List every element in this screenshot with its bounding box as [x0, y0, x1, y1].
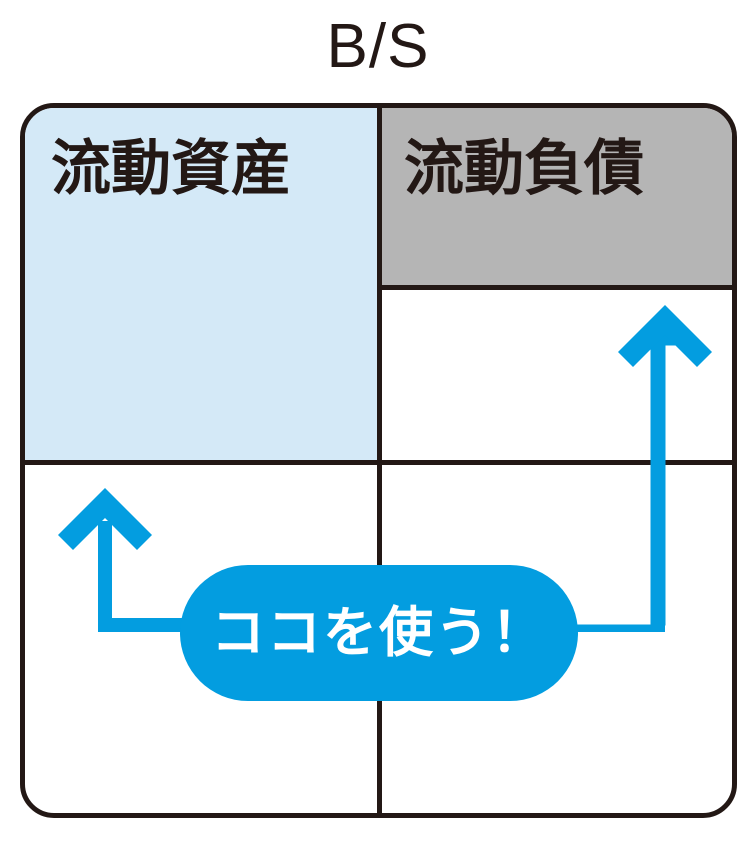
cell-current-liabilities: 流動負債	[382, 108, 732, 285]
callout-bubble-text: ココを使う！	[211, 601, 547, 664]
cell-current-liabilities-label: 流動負債	[404, 134, 644, 204]
balance-sheet-box: 流動資産 流動負債	[20, 103, 737, 818]
cell-current-assets-label: 流動資産	[51, 134, 291, 204]
page-title: B/S	[326, 12, 430, 81]
cell-current-assets: 流動資産	[25, 108, 377, 460]
middle-horizontal-divider	[25, 460, 732, 465]
liabilities-bottom-divider	[377, 285, 732, 290]
callout-bubble[interactable]: ココを使う！	[180, 565, 578, 701]
